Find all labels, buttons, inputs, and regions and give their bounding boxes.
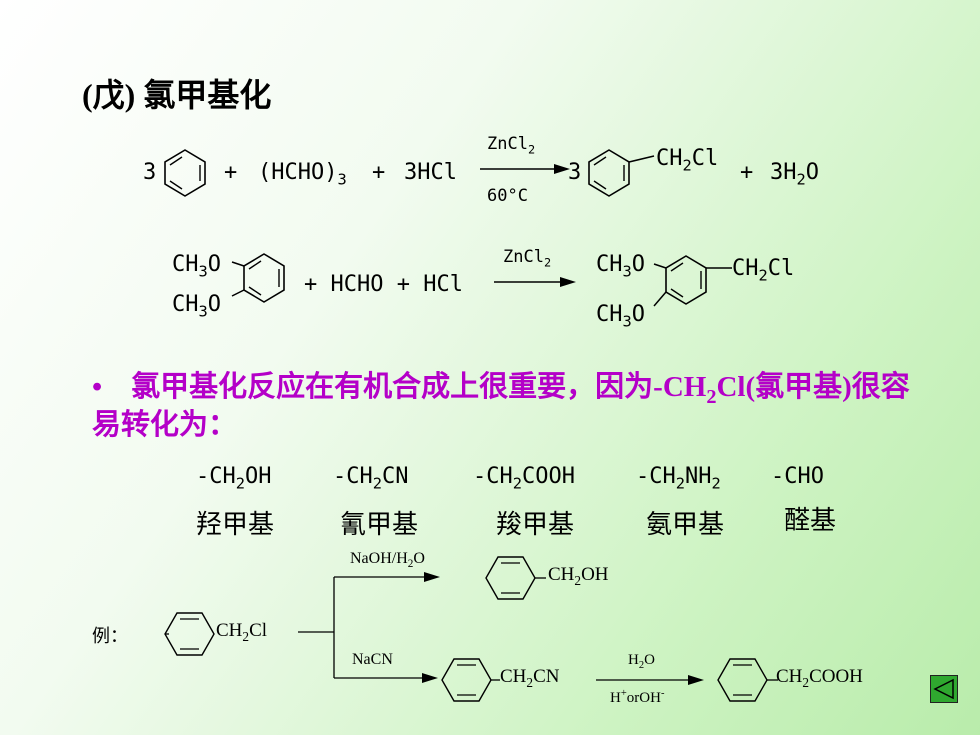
lower-reagent: NaCN bbox=[352, 651, 393, 668]
page-title: (戊) 氯甲基化 bbox=[82, 77, 272, 113]
product-methoxy-top: CH3O bbox=[596, 252, 646, 281]
branch-arrows bbox=[298, 572, 440, 683]
cyanomethyl-formula: -CH2CN bbox=[333, 464, 409, 493]
benzyl-alcohol-ring bbox=[485, 556, 546, 600]
product-coefficient: 3 bbox=[568, 160, 582, 185]
benzene-ring bbox=[164, 149, 206, 197]
temperature-label: 60°C bbox=[487, 186, 528, 206]
aminomethyl-formula: -CH2NH2 bbox=[636, 464, 721, 493]
product-chloromethyl: CH2Cl bbox=[732, 256, 795, 285]
carboxymethyl-name: 羧甲基 bbox=[496, 510, 575, 540]
bullet-paragraph: • 氯甲基化反应在有机合成上很重要，因为-CH2Cl(氯甲基)很容易转化为： bbox=[92, 371, 910, 441]
hydrolysis-arrow bbox=[596, 675, 704, 685]
reagents-line: + HCHO + HCl bbox=[304, 272, 463, 297]
bullet-marker: • bbox=[92, 371, 103, 403]
hydroxymethyl-name: 羟甲基 bbox=[196, 510, 275, 540]
reaction-arrow bbox=[480, 164, 570, 174]
hcl-formula: 3HCl bbox=[404, 160, 457, 185]
hydroxymethyl-formula: -CH2OH bbox=[196, 464, 272, 493]
reaction-arrow bbox=[494, 277, 576, 287]
benzyl-chloride-ring bbox=[588, 149, 655, 197]
example-label: 例： bbox=[92, 626, 128, 647]
veratrole-ring bbox=[231, 253, 285, 303]
benzene-coefficient: 3 bbox=[143, 160, 157, 185]
water-formula: 3H2O bbox=[770, 160, 820, 189]
back-arrow-icon bbox=[933, 678, 954, 700]
upper-product: CH2OH bbox=[548, 564, 609, 588]
methoxy-top: CH3O bbox=[172, 252, 222, 281]
cyanomethyl-name: 氰甲基 bbox=[340, 510, 419, 540]
product-ring bbox=[653, 255, 732, 307]
catalyst-label: ZnCl2 bbox=[487, 134, 536, 157]
plus-sign: + bbox=[372, 160, 386, 185]
carboxymethyl-formula: -CH2COOH bbox=[473, 464, 576, 493]
back-button[interactable] bbox=[930, 675, 958, 703]
phenylacetic-acid-ring bbox=[717, 658, 778, 702]
product-methoxy-bottom: CH3O bbox=[596, 302, 646, 331]
formyl-name: 醛基 bbox=[784, 506, 837, 536]
plus-sign: + bbox=[224, 160, 238, 185]
final-product: CH2COOH bbox=[776, 666, 863, 690]
benzyl-cyanide-ring bbox=[441, 658, 500, 702]
benzyl-chloride-ring bbox=[164, 612, 215, 656]
aminomethyl-name: 氨甲基 bbox=[646, 510, 725, 540]
start-substituent: CH2Cl bbox=[216, 620, 268, 644]
upper-reagent: NaOH/H2O bbox=[350, 550, 425, 571]
catalyst-label: ZnCl2 bbox=[503, 247, 552, 270]
chloromethyl-group: CH2Cl bbox=[656, 146, 719, 175]
methoxy-bottom: CH3O bbox=[172, 292, 222, 321]
formyl-formula: -CHO bbox=[771, 464, 824, 489]
hydrolysis-conditions: H+orOH- bbox=[610, 688, 665, 706]
hydrolysis-top: H2O bbox=[628, 652, 655, 671]
lower-product: CH2CN bbox=[500, 666, 560, 690]
trioxane-formula: (HCHO)3 bbox=[258, 160, 347, 189]
plus-sign: + bbox=[740, 160, 754, 185]
